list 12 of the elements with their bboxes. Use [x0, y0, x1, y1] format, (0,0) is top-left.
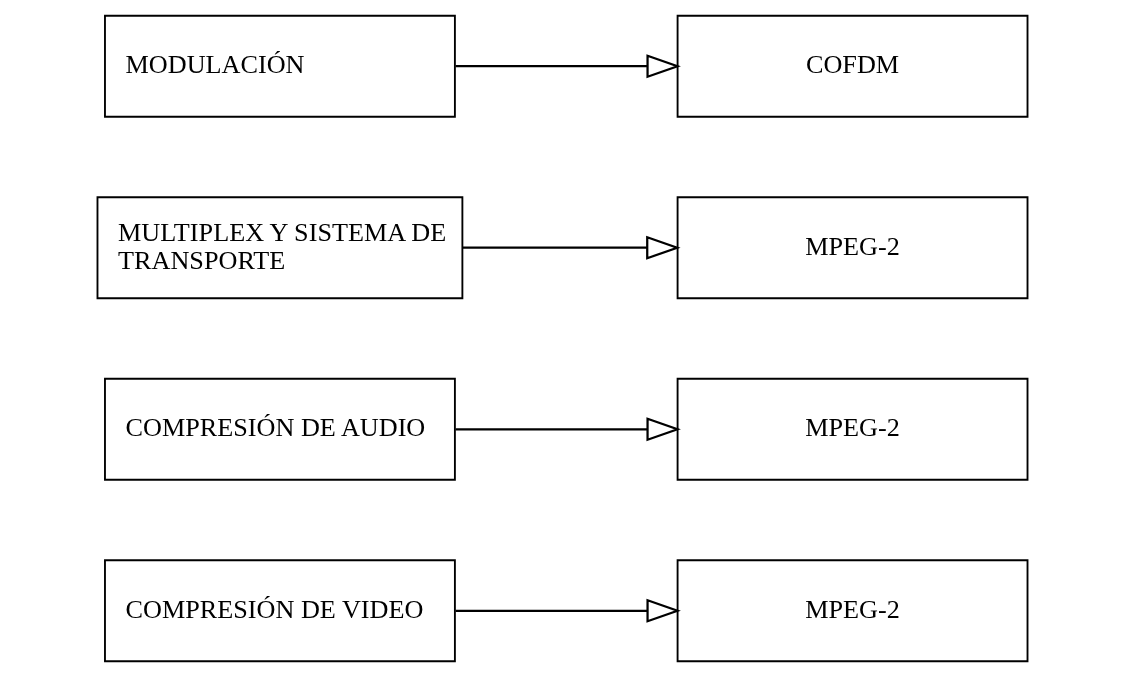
node-box: COMPRESIÓN DE AUDIO	[103, 377, 456, 481]
arrow	[462, 235, 681, 260]
node-box: COMPRESIÓN DE VIDEO	[103, 559, 456, 663]
node-box: MPEG-2	[676, 559, 1028, 663]
arrow	[455, 598, 681, 623]
node-box: MPEG-2	[676, 377, 1028, 481]
node-box: MULTIPLEX Y SISTEMA DE TRANSPORTE	[96, 196, 463, 300]
arrow	[455, 417, 681, 442]
node-box: MODULACIÓN	[103, 14, 456, 118]
node-box: MPEG-2	[676, 196, 1028, 300]
node-box: COFDM	[676, 14, 1028, 118]
arrow	[455, 54, 681, 79]
